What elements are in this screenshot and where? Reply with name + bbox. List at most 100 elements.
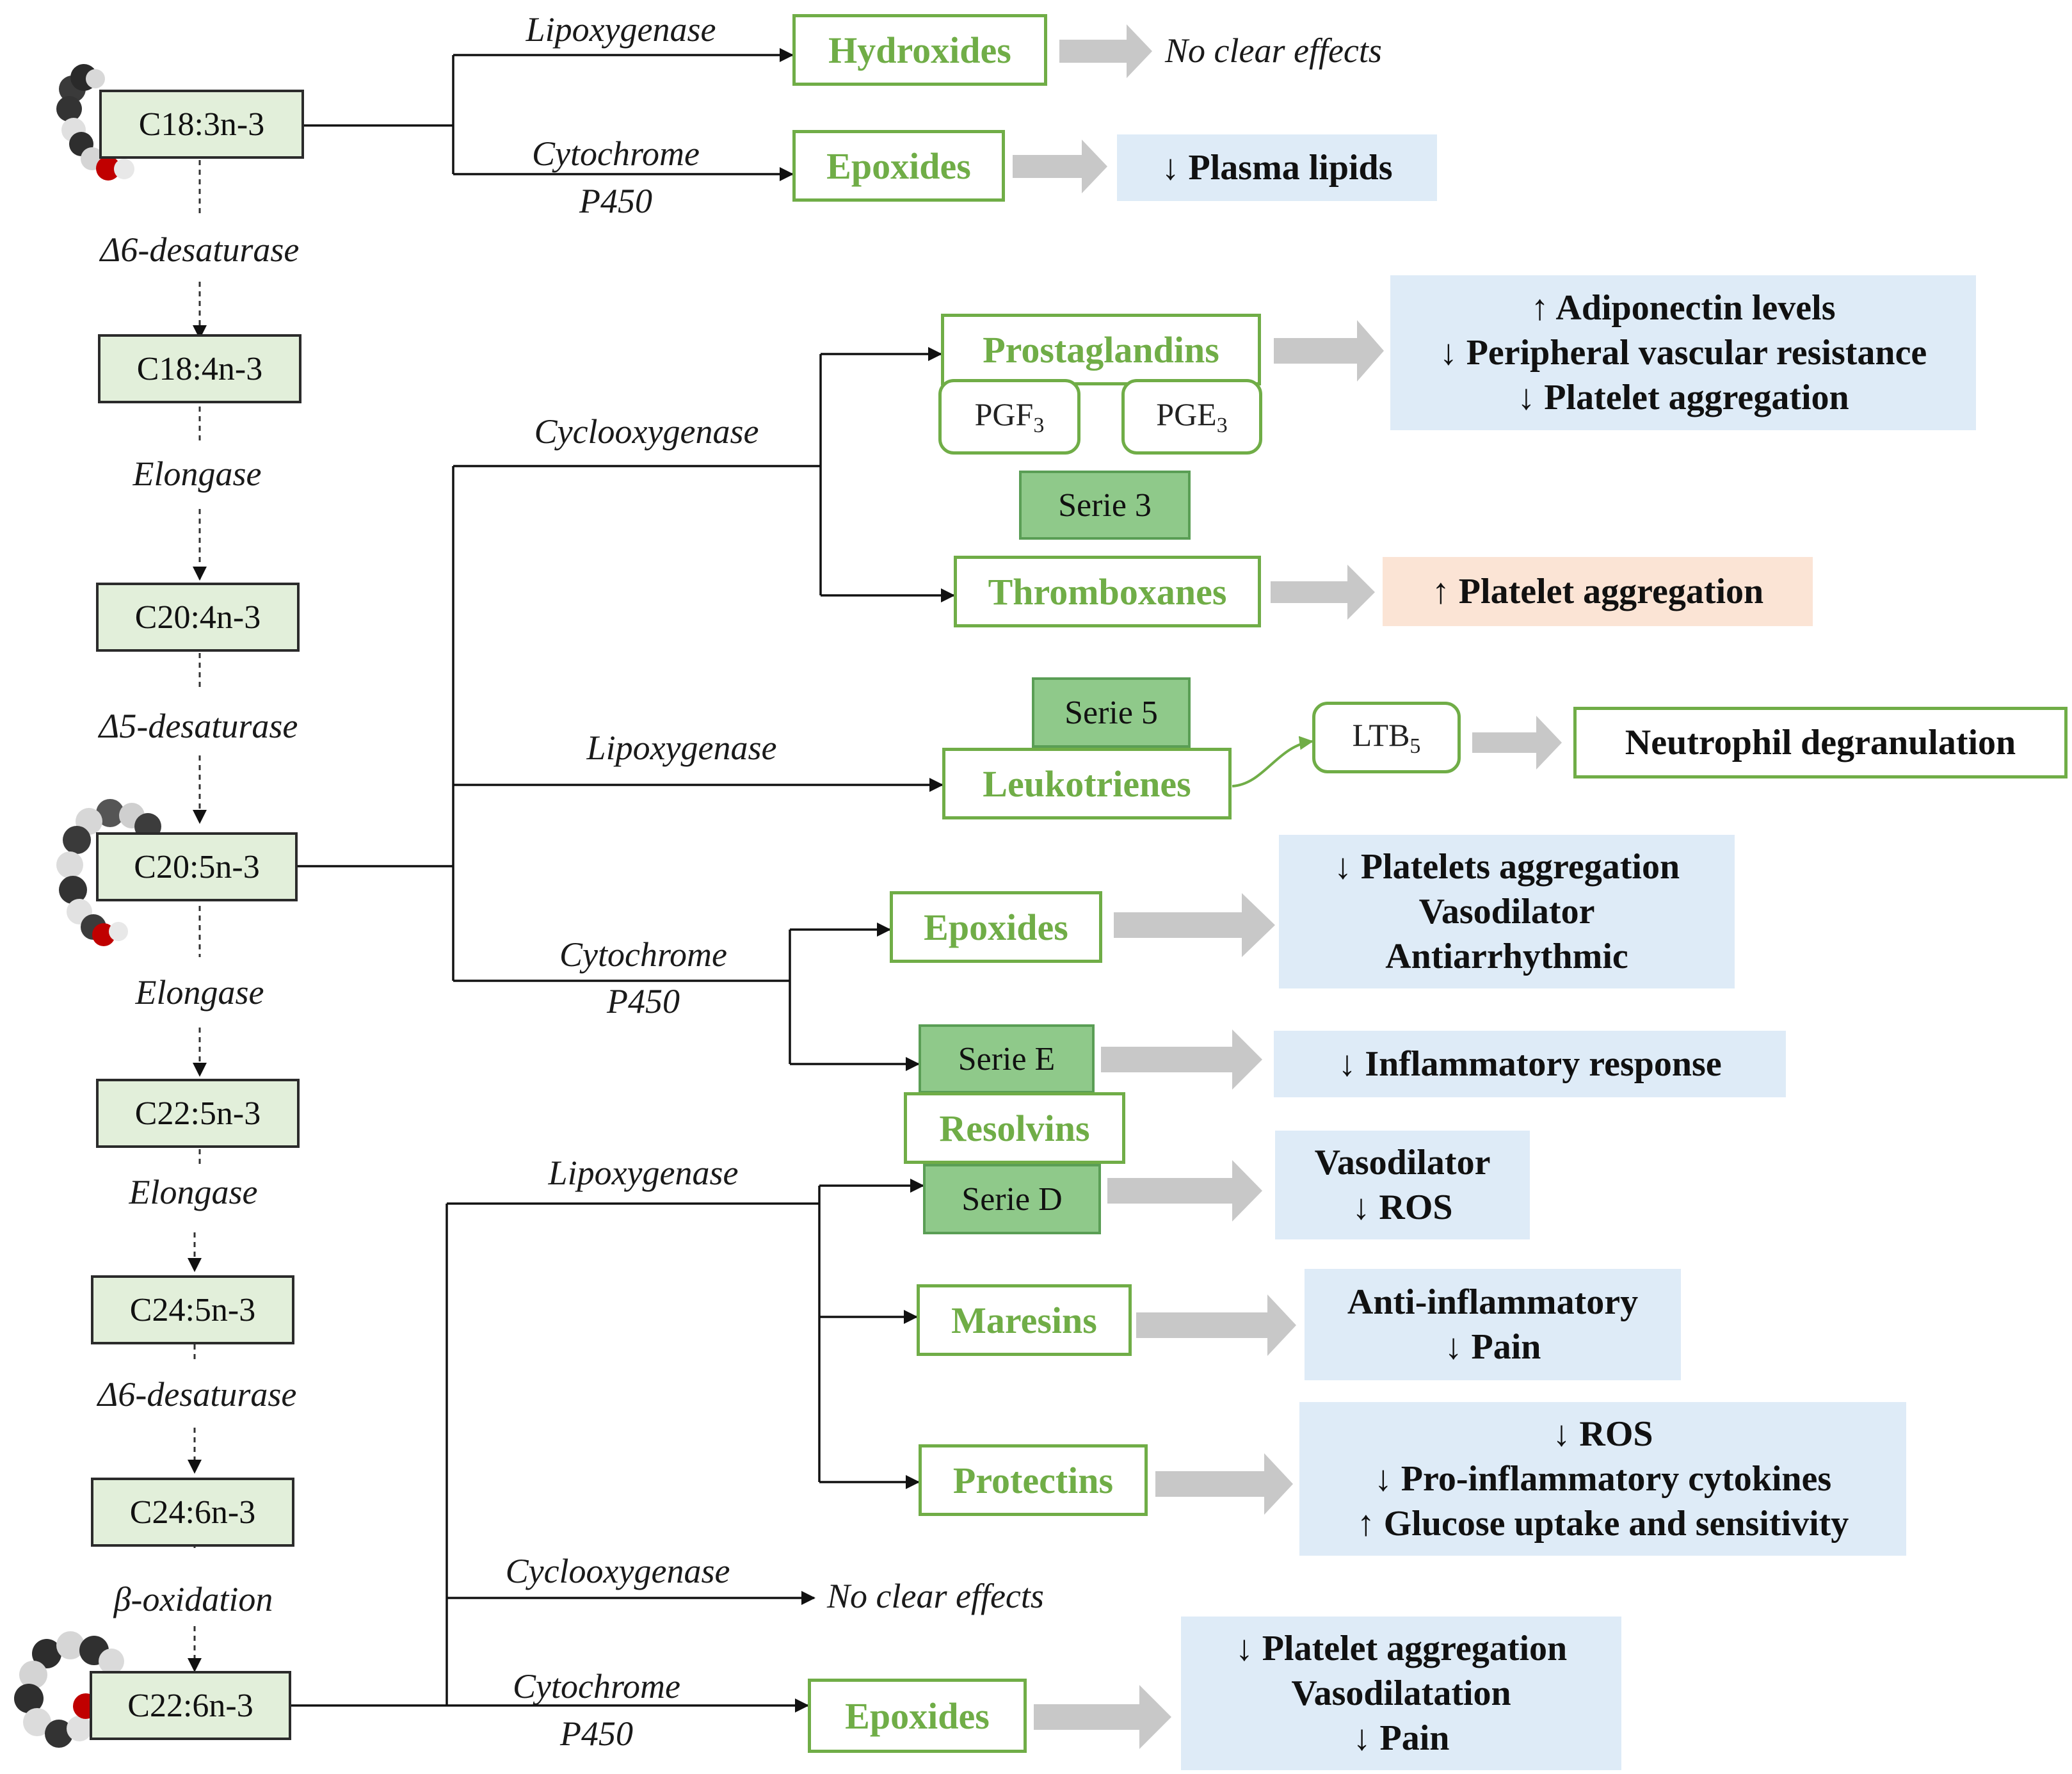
product-resolvins: Resolvins <box>904 1092 1125 1164</box>
pge3-base: PGE <box>1156 396 1217 432</box>
effect-line: Antiarrhythmic <box>1385 937 1628 976</box>
product-label: Leukotrienes <box>983 762 1191 805</box>
no-clear-effects-text: No clear effects <box>1165 31 1382 70</box>
effect-line: ↓ Plasma lipids <box>1161 148 1393 188</box>
fatty-acid-dha: C22:6n-3 <box>90 1671 291 1740</box>
ltb5-connector <box>1232 736 1313 787</box>
series-label: Serie E <box>958 1040 1056 1077</box>
effect-line: ↓ Platelets aggregation <box>1333 847 1680 887</box>
fatty-acid-label: C18:3n-3 <box>138 106 265 143</box>
pathway-label: Cytochrome <box>513 1667 680 1705</box>
fatty-acid-ala: C18:3n-3 <box>99 90 304 159</box>
fatty-acid-label: C18:4n-3 <box>136 350 263 387</box>
enzyme-label: Δ6-desaturase <box>97 1375 297 1414</box>
effect-line: ↓ Pain <box>1444 1327 1541 1367</box>
product-label: Protectins <box>952 1459 1114 1501</box>
pathway-label: P450 <box>560 1714 633 1753</box>
enzyme-label: Elongase <box>133 455 262 493</box>
ltb5-base: LTB <box>1352 717 1410 753</box>
effect-epoxides-dha: ↓ Platelet aggregation Vasodilatation ↓ … <box>1181 1617 1621 1770</box>
no-clear-effects-text: No clear effects <box>827 1577 1044 1615</box>
product-label: Epoxides <box>845 1695 990 1737</box>
fatty-acid-tpa: C24:5n-3 <box>91 1275 294 1344</box>
effect-line: Vasodilator <box>1314 1143 1491 1182</box>
pge3-subscript: 3 <box>1216 414 1228 437</box>
effect-prostaglandins: ↑ Adiponectin levels ↓ Peripheral vascul… <box>1390 275 1976 430</box>
pgf3-label: PGF3 <box>975 396 1045 438</box>
effect-line: ↓ Pro-inflammatory cytokines <box>1374 1459 1832 1499</box>
product-leukotrienes: Leukotrienes <box>942 748 1232 819</box>
effect-serie-e: ↓ Inflammatory response <box>1274 1031 1786 1097</box>
pathway-label: Cytochrome <box>532 134 700 173</box>
product-epoxides-dha: Epoxides <box>808 1679 1027 1753</box>
series-label: Serie 3 <box>1058 487 1152 524</box>
product-pge3: PGE3 <box>1121 379 1262 455</box>
pathway-label: Cytochrome <box>559 935 727 974</box>
fatty-acid-label: C22:5n-3 <box>134 1095 261 1132</box>
product-label: Epoxides <box>826 145 971 187</box>
pathway-lines <box>291 48 955 1713</box>
effect-arrows <box>1013 24 1562 1749</box>
fatty-acid-label: C22:6n-3 <box>127 1687 253 1724</box>
effect-line: ↓ Inflammatory response <box>1338 1044 1722 1084</box>
effect-line: ↑ Glucose uptake and sensitivity <box>1356 1504 1849 1544</box>
elongation-chain <box>188 160 207 1672</box>
pathway-label: P450 <box>607 982 680 1020</box>
series-label-serie3: Serie 3 <box>1019 471 1191 540</box>
pathway-label: Lipoxygenase <box>586 729 777 767</box>
enzyme-label: Δ6-desaturase <box>100 230 300 269</box>
pgf3-subscript: 3 <box>1033 414 1045 437</box>
effect-line: ↓ Pain <box>1353 1718 1450 1758</box>
effect-line: Vasodilatation <box>1291 1673 1511 1713</box>
effect-line: Vasodilator <box>1418 892 1595 931</box>
pathway-label: Cyclooxygenase <box>534 412 759 451</box>
effect-protectins: ↓ ROS ↓ Pro-inflammatory cytokines ↑ Glu… <box>1299 1402 1906 1556</box>
ltb5-subscript: 5 <box>1409 734 1421 758</box>
effect-epoxides-epa: ↓ Platelets aggregation Vasodilator Anti… <box>1279 835 1735 988</box>
ltb5-label: LTB5 <box>1353 716 1421 759</box>
enzyme-label: Elongase <box>135 973 264 1012</box>
fatty-acid-label: C20:5n-3 <box>134 848 260 885</box>
enzyme-label: Δ5-desaturase <box>99 707 298 745</box>
product-label: Maresins <box>951 1299 1097 1341</box>
fatty-acid-label: C24:6n-3 <box>129 1494 256 1531</box>
pge3-label: PGE3 <box>1156 396 1227 438</box>
fatty-acid-tha: C24:6n-3 <box>91 1478 294 1547</box>
pathway-label: P450 <box>579 182 652 220</box>
product-pgf3: PGF3 <box>938 379 1080 455</box>
effect-line: Anti-inflammatory <box>1347 1282 1639 1322</box>
effect-ltb5: Neutrophil degranulation <box>1573 707 2068 778</box>
effect-line: Neutrophil degranulation <box>1625 723 2016 762</box>
pathway-label: Lipoxygenase <box>526 10 716 49</box>
fatty-acid-label: C20:4n-3 <box>134 599 261 636</box>
effect-line: ↑ Platelet aggregation <box>1431 572 1764 611</box>
effect-line: ↓ ROS <box>1552 1414 1653 1454</box>
series-label-serie-d: Serie D <box>923 1164 1101 1234</box>
effect-plasma-lipids: ↓ Plasma lipids <box>1117 134 1437 201</box>
product-ltb5: LTB5 <box>1312 702 1461 773</box>
product-epoxides-epa: Epoxides <box>890 891 1102 963</box>
product-prostaglandins: Prostaglandins <box>941 314 1261 385</box>
product-label: Thromboxanes <box>988 570 1227 613</box>
effect-serie-d: Vasodilator ↓ ROS <box>1275 1131 1530 1239</box>
enzyme-label: Elongase <box>129 1173 258 1211</box>
series-label: Serie 5 <box>1064 694 1158 731</box>
product-thromboxanes: Thromboxanes <box>954 556 1261 627</box>
product-epoxides-ala: Epoxides <box>792 130 1005 202</box>
pgf3-base: PGF <box>974 396 1034 432</box>
enzyme-label: β-oxidation <box>113 1580 273 1618</box>
series-label: Serie D <box>961 1181 1063 1218</box>
effect-maresins: Anti-inflammatory ↓ Pain <box>1305 1269 1681 1380</box>
effect-thromboxanes: ↑ Platelet aggregation <box>1383 557 1813 626</box>
fatty-acid-label: C24:5n-3 <box>129 1291 256 1328</box>
series-label-serie5: Serie 5 <box>1032 677 1191 748</box>
effect-line: ↓ ROS <box>1352 1188 1453 1227</box>
effect-line: ↓ Peripheral vascular resistance <box>1439 333 1927 373</box>
product-label: Hydroxides <box>828 29 1011 71</box>
product-hydroxides: Hydroxides <box>792 14 1047 86</box>
fatty-acid-eta: C20:4n-3 <box>96 583 300 652</box>
series-label-serie-e: Serie E <box>919 1024 1095 1093</box>
product-label: Resolvins <box>939 1107 1090 1149</box>
fatty-acid-epa: C20:5n-3 <box>96 832 298 901</box>
